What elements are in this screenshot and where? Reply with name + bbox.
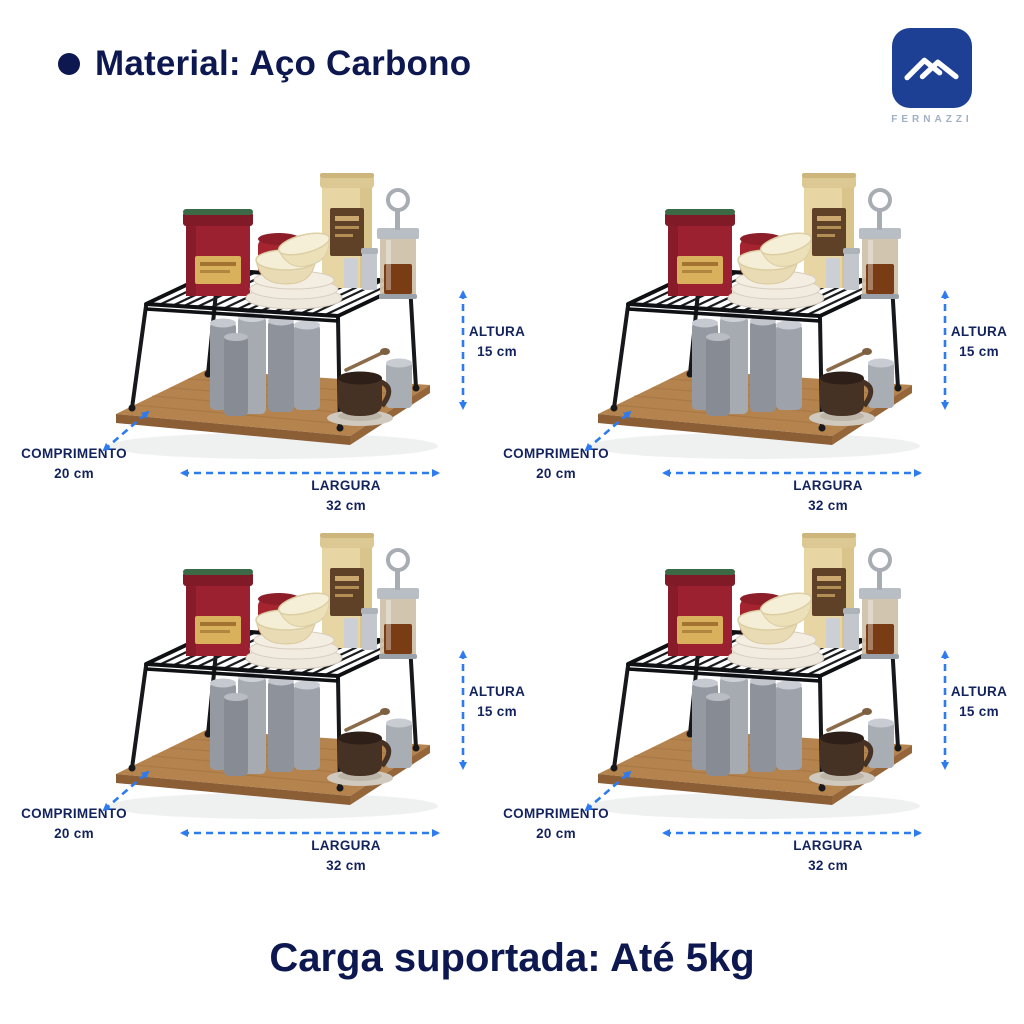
comprimento-dimension-arrow (584, 410, 632, 452)
altura-label-text: ALTURA (950, 684, 1008, 699)
comprimento-label-text: COMPRIMENTO (503, 806, 609, 821)
logo-roof-icon (892, 28, 972, 108)
altura-label-text: ALTURA (468, 684, 526, 699)
comprimento-dimension-label: COMPRIMENTO 20 cm (10, 444, 138, 485)
altura-dimension-label: ALTURA 15 cm (942, 682, 1016, 723)
comprimento-value-text: 20 cm (54, 466, 94, 482)
largura-label-text: LARGURA (311, 478, 381, 493)
largura-dimension-label: LARGURA 32 cm (264, 836, 428, 877)
altura-value-text: 15 cm (477, 704, 517, 720)
largura-dimension-label: LARGURA 32 cm (746, 836, 910, 877)
altura-dimension-arrow (459, 290, 467, 410)
product-unit: ALTURA 15 cm COMPRIMENTO 20 cm LARGURA 3… (10, 158, 525, 520)
altura-dimension-arrow (941, 650, 949, 770)
comprimento-dimension-label: COMPRIMENTO 20 cm (10, 804, 138, 845)
product-unit: ALTURA 15 cm COMPRIMENTO 20 cm LARGURA 3… (492, 518, 1007, 880)
brand-logo: FERNAZZI (884, 28, 980, 125)
largura-label-text: LARGURA (311, 838, 381, 853)
largura-value-text: 32 cm (326, 498, 366, 514)
largura-value-text: 32 cm (326, 858, 366, 874)
comprimento-value-text: 20 cm (54, 826, 94, 842)
comprimento-label-text: COMPRIMENTO (21, 446, 127, 461)
bullet-icon (58, 53, 80, 75)
comprimento-dimension-arrow (102, 770, 150, 812)
largura-label-text: LARGURA (793, 838, 863, 853)
comprimento-value-text: 20 cm (536, 826, 576, 842)
product-unit: ALTURA 15 cm COMPRIMENTO 20 cm LARGURA 3… (492, 158, 1007, 520)
largura-dimension-label: LARGURA 32 cm (264, 476, 428, 517)
largura-label-text: LARGURA (793, 478, 863, 493)
altura-dimension-label: ALTURA 15 cm (942, 322, 1016, 363)
product-unit: ALTURA 15 cm COMPRIMENTO 20 cm LARGURA 3… (10, 518, 525, 880)
largura-dimension-arrow (180, 469, 440, 477)
comprimento-dimension-arrow (102, 410, 150, 452)
comprimento-dimension-arrow (584, 770, 632, 812)
altura-dimension-arrow (941, 290, 949, 410)
comprimento-dimension-label: COMPRIMENTO 20 cm (492, 804, 620, 845)
comprimento-label-text: COMPRIMENTO (503, 446, 609, 461)
largura-dimension-label: LARGURA 32 cm (746, 476, 910, 517)
load-capacity-text: Carga suportada: Até 5kg (269, 936, 755, 980)
largura-dimension-arrow (180, 829, 440, 837)
altura-dimension-arrow (459, 650, 467, 770)
material-title: Material: Aço Carbono (95, 44, 472, 83)
comprimento-value-text: 20 cm (536, 466, 576, 482)
altura-value-text: 15 cm (477, 344, 517, 360)
comprimento-label-text: COMPRIMENTO (21, 806, 127, 821)
altura-label-text: ALTURA (468, 324, 526, 339)
altura-value-text: 15 cm (959, 704, 999, 720)
largura-dimension-arrow (662, 829, 922, 837)
altura-dimension-label: ALTURA 15 cm (460, 682, 534, 723)
largura-dimension-arrow (662, 469, 922, 477)
altura-label-text: ALTURA (950, 324, 1008, 339)
header: Material: Aço Carbono (58, 44, 471, 84)
largura-value-text: 32 cm (808, 858, 848, 874)
comprimento-dimension-label: COMPRIMENTO 20 cm (492, 444, 620, 485)
altura-value-text: 15 cm (959, 344, 999, 360)
largura-value-text: 32 cm (808, 498, 848, 514)
altura-dimension-label: ALTURA 15 cm (460, 322, 534, 363)
logo-brand-text: FERNAZZI (891, 114, 973, 125)
